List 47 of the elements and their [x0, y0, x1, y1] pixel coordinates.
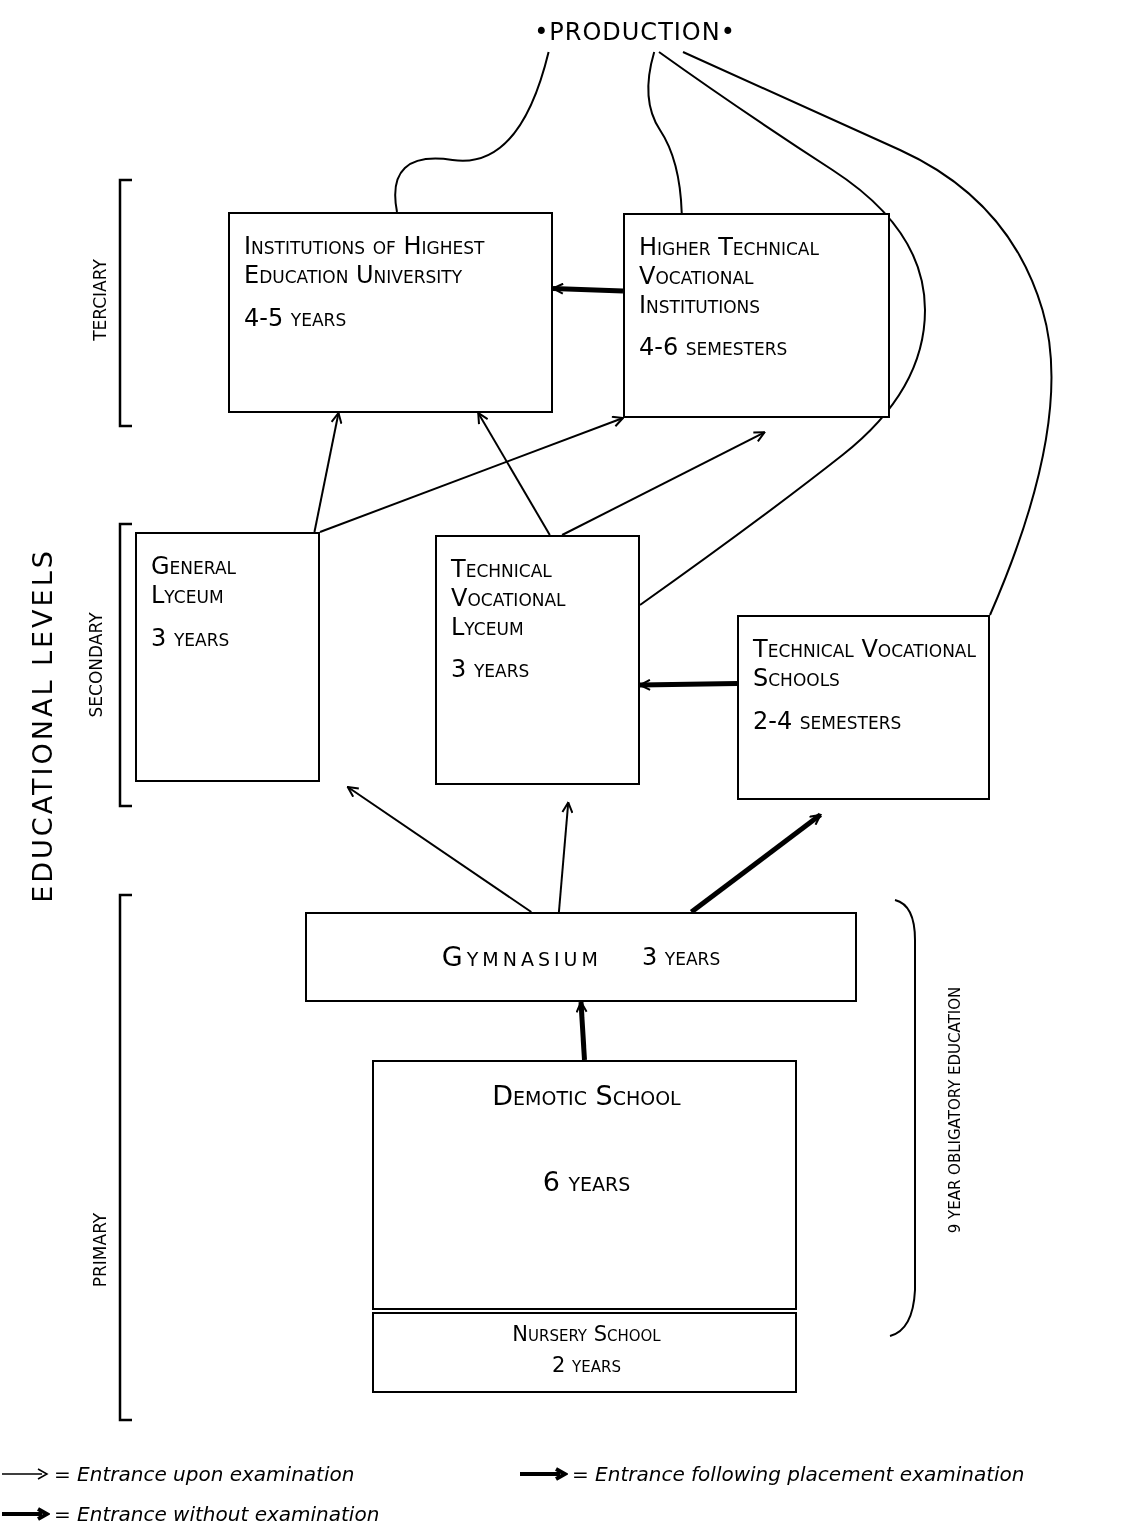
- arrow: [689, 812, 822, 914]
- arrow: [557, 801, 574, 913]
- box-title: General Lyceum: [151, 552, 238, 610]
- box-title: Technical Vocational Lyceum: [451, 555, 567, 642]
- connector-line: [394, 51, 550, 213]
- heading-text: •PRODUCTION•: [515, 12, 755, 52]
- arrow: [552, 282, 624, 295]
- arrow: [639, 678, 738, 691]
- duration-text: 3 years: [451, 655, 531, 685]
- box-title: Higher Technical Vocational Institutions: [639, 233, 820, 320]
- connector-line: [639, 51, 926, 606]
- connector-line: [682, 51, 1053, 616]
- axis-title: EDUCATIONAL LEVELS: [26, 547, 58, 903]
- duration-text: 4-5 years: [244, 303, 348, 333]
- arrow: [477, 412, 551, 536]
- box-title: Technical Vocational Schools: [753, 635, 977, 693]
- duration-text: 2 years: [552, 1353, 621, 1379]
- arrow: [319, 415, 624, 533]
- box-title: Nursery School: [512, 1322, 661, 1348]
- duration-text: 3 years: [151, 623, 231, 653]
- legend-text: = Entrance following placement examination: [572, 1462, 1025, 1486]
- connector-line: [647, 51, 683, 214]
- arrow: [313, 412, 343, 533]
- duration-text: 3 years: [641, 942, 721, 972]
- process-box: [737, 615, 990, 800]
- duration-text: 6 years: [542, 1166, 631, 1199]
- arrow: [561, 431, 766, 536]
- legend-text: = Entrance upon examination: [54, 1462, 355, 1486]
- process-box: [372, 1312, 797, 1393]
- arrow: [346, 786, 533, 913]
- duration-text: 2-4 semesters: [753, 706, 903, 736]
- brace-label: 9 YEAR OBLIGATORY EDUCATION: [945, 986, 964, 1234]
- level-label: SECONDARY: [85, 612, 105, 718]
- legend-text: = Entrance without examination: [54, 1502, 380, 1526]
- box-title: Demotic School: [492, 1080, 681, 1113]
- level-label: PRIMARY: [90, 1212, 111, 1288]
- box-title: Gymnasium: [441, 940, 602, 974]
- duration-text: 4-6 semesters: [639, 333, 789, 363]
- process-box: [623, 213, 890, 418]
- process-box: [372, 1060, 797, 1310]
- process-box: [135, 532, 320, 782]
- level-label: TERCIARY: [89, 259, 110, 341]
- process-box: [435, 535, 640, 785]
- process-box: [228, 212, 553, 413]
- arrow: [575, 1001, 588, 1061]
- box-title: Institutions of Highest Education University: [244, 232, 486, 290]
- process-box: [305, 912, 857, 1002]
